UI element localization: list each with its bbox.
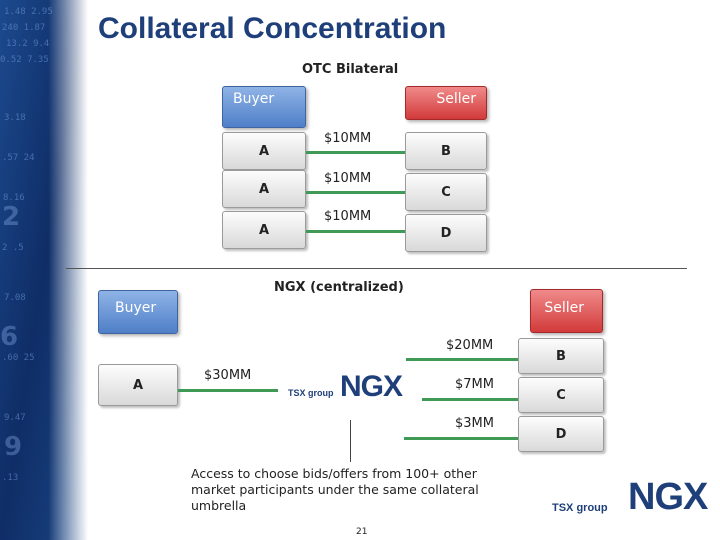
ngx-seller-connector-line-c (422, 398, 518, 401)
stock-ticker-sidebar-image: 1.48 2.95 240 1.87 13.2 9.4 0.52 7.35 3.… (0, 0, 88, 540)
otc-buyer-a-1: A (222, 132, 306, 170)
page-title: Collateral Concentration (98, 12, 447, 45)
otc-connector-line-1 (306, 151, 405, 154)
otc-buyer-label: Buyer (233, 91, 275, 107)
footer-ngx-wordmark: NGX (628, 476, 708, 518)
otc-seller-b: B (405, 132, 487, 170)
ngx-seller-amount-d: $3MM (455, 416, 494, 431)
tsx-group-text: TSX group (288, 388, 334, 398)
otc-seller-label: Seller (436, 91, 476, 107)
ngx-buyer-amount: $30MM (204, 368, 252, 383)
page-number: 21 (356, 527, 368, 537)
otc-amount-1: $10MM (324, 131, 372, 146)
otc-seller-c: C (405, 173, 487, 211)
ngx-seller-amount-c: $7MM (455, 377, 494, 392)
section-divider (66, 268, 687, 269)
ngx-buyer-label: Buyer (115, 300, 157, 316)
ngx-seller-c: C (518, 377, 604, 413)
ngx-buyer-a: A (98, 364, 178, 406)
ngx-heading: NGX (centralized) (274, 280, 404, 295)
otc-seller-d: D (405, 214, 487, 252)
ngx-seller-connector-line-b (406, 358, 518, 361)
ngx-seller-label: Seller (544, 300, 584, 316)
ngx-seller-amount-b: $20MM (446, 338, 494, 353)
ngx-buyer-connector-line (178, 389, 278, 392)
ngx-seller-d: D (518, 416, 604, 452)
footer-ngx-logo: TSX group NGX (548, 476, 716, 526)
access-description: Access to choose bids/offers from 100+ o… (191, 466, 479, 513)
otc-buyer-box: Buyer (222, 86, 306, 128)
ngx-seller-connector-line-d (404, 437, 518, 440)
ngx-wordmark: NGX (340, 370, 403, 403)
otc-connector-line-2 (306, 191, 405, 194)
callout-line (350, 420, 351, 462)
otc-heading: OTC Bilateral (302, 62, 399, 77)
ngx-seller-b: B (518, 338, 604, 374)
footer-tsx-group-text: TSX group (552, 502, 608, 514)
otc-buyer-a-3: A (222, 211, 306, 249)
ngx-seller-box: Seller (530, 289, 603, 333)
ngx-center-logo: TSX group NGX (288, 368, 404, 408)
otc-seller-box: Seller (405, 86, 487, 120)
otc-buyer-a-2: A (222, 170, 306, 208)
otc-connector-line-3 (306, 230, 405, 233)
otc-amount-2: $10MM (324, 171, 372, 186)
ngx-buyer-box: Buyer (98, 290, 178, 334)
otc-amount-3: $10MM (324, 209, 372, 224)
